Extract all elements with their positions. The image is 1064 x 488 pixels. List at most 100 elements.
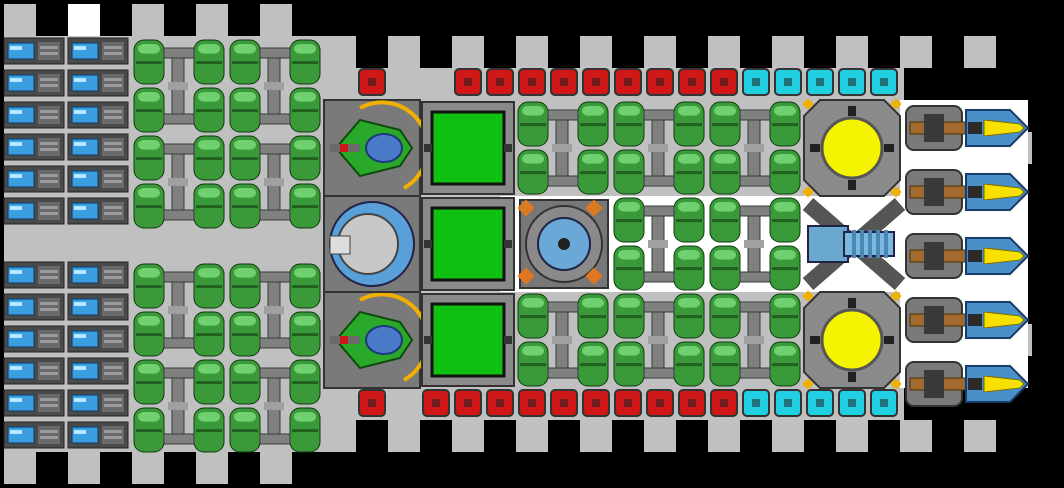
cargo-latch xyxy=(424,336,432,344)
tank xyxy=(709,341,741,387)
reactor-core xyxy=(820,116,884,180)
armor-red-bolt xyxy=(656,78,664,86)
hull-block xyxy=(4,452,36,484)
tank-highlight xyxy=(774,154,796,164)
tank xyxy=(229,87,261,133)
pipe xyxy=(259,209,291,221)
thruster xyxy=(965,237,1030,275)
battery-terminal xyxy=(102,74,124,92)
battery-terminal-line xyxy=(40,148,58,151)
tank-highlight xyxy=(138,140,160,150)
armor-red xyxy=(550,68,578,96)
reactor-gem xyxy=(802,186,814,198)
battery-shine xyxy=(74,366,86,370)
pipe xyxy=(259,367,291,379)
pipe xyxy=(547,175,579,187)
battery-shine xyxy=(10,46,22,50)
tank-seam xyxy=(712,363,738,367)
pipe xyxy=(547,367,579,379)
tank-highlight xyxy=(774,346,796,356)
cannon-ring xyxy=(884,230,888,258)
hull-block xyxy=(132,452,164,484)
tank-highlight xyxy=(294,412,316,422)
battery-terminal xyxy=(38,106,60,124)
pipe-valve xyxy=(648,240,668,248)
battery-terminal-line xyxy=(40,404,58,407)
tank xyxy=(709,197,741,243)
pipe-valve xyxy=(264,178,284,186)
battery-shine xyxy=(10,270,22,274)
tank-highlight xyxy=(618,298,640,308)
tank xyxy=(613,149,645,195)
battery-terminal xyxy=(38,330,60,348)
battery-shine xyxy=(74,206,86,210)
tank-seam xyxy=(292,157,318,161)
tank xyxy=(673,149,705,195)
battery-terminal-line xyxy=(104,142,122,145)
gatling-gun xyxy=(905,233,971,279)
armor-red xyxy=(422,389,450,417)
battery xyxy=(67,325,129,353)
tank xyxy=(613,101,645,147)
tank xyxy=(133,135,165,181)
tank-highlight xyxy=(234,364,256,374)
pipe xyxy=(739,301,771,313)
tank-seam xyxy=(292,333,318,337)
battery-terminal-line xyxy=(104,308,122,311)
tank xyxy=(517,101,549,147)
armor-red-bolt xyxy=(464,399,472,407)
gun-core xyxy=(924,178,944,206)
battery-terminal xyxy=(102,362,124,380)
armor-cyan-bolt xyxy=(784,78,792,86)
tank-highlight xyxy=(678,346,700,356)
tank xyxy=(193,359,225,405)
reactor-gem xyxy=(890,290,902,302)
tank-highlight xyxy=(138,268,160,278)
battery-terminal-line xyxy=(40,340,58,343)
battery-terminal xyxy=(102,202,124,220)
pipe xyxy=(259,433,291,445)
battery-cell xyxy=(71,202,99,220)
armor-red xyxy=(710,68,738,96)
battery-terminal xyxy=(102,170,124,188)
tank-seam xyxy=(772,171,798,175)
tank-highlight xyxy=(714,106,736,116)
battery xyxy=(3,37,65,65)
battery-cell xyxy=(71,330,99,348)
armor-red xyxy=(486,389,514,417)
pipe xyxy=(643,367,675,379)
battery xyxy=(67,37,129,65)
battery-shine xyxy=(10,334,22,338)
tank-highlight xyxy=(234,140,256,150)
cargo-latch xyxy=(424,240,432,248)
hull-block xyxy=(772,36,804,68)
tank xyxy=(193,263,225,309)
battery xyxy=(67,261,129,289)
hull-block xyxy=(4,4,36,36)
pipe-valve xyxy=(168,306,188,314)
armor xyxy=(358,68,898,417)
tank-highlight xyxy=(234,44,256,54)
cockpit-canopy xyxy=(365,133,403,163)
battery-terminal xyxy=(38,202,60,220)
battery-terminal-line xyxy=(104,46,122,49)
battery-terminal-line xyxy=(40,84,58,87)
hull-block xyxy=(260,4,292,36)
tank xyxy=(613,245,645,291)
pipe xyxy=(643,175,675,187)
armor-cyan xyxy=(838,389,866,417)
battery-shine xyxy=(74,430,86,434)
tank xyxy=(289,87,321,133)
armor-red-bolt xyxy=(496,78,504,86)
hull-edge xyxy=(1028,324,1032,356)
pipe xyxy=(163,113,195,125)
armor-cyan-bolt xyxy=(752,78,760,86)
armor-red xyxy=(582,68,610,96)
armor-red-bolt xyxy=(624,78,632,86)
engine-bolt xyxy=(517,267,535,285)
tank-highlight xyxy=(138,412,160,422)
battery-terminal xyxy=(102,106,124,124)
hull-block xyxy=(452,420,484,452)
battery-cell xyxy=(7,138,35,156)
armor-red xyxy=(678,389,706,417)
